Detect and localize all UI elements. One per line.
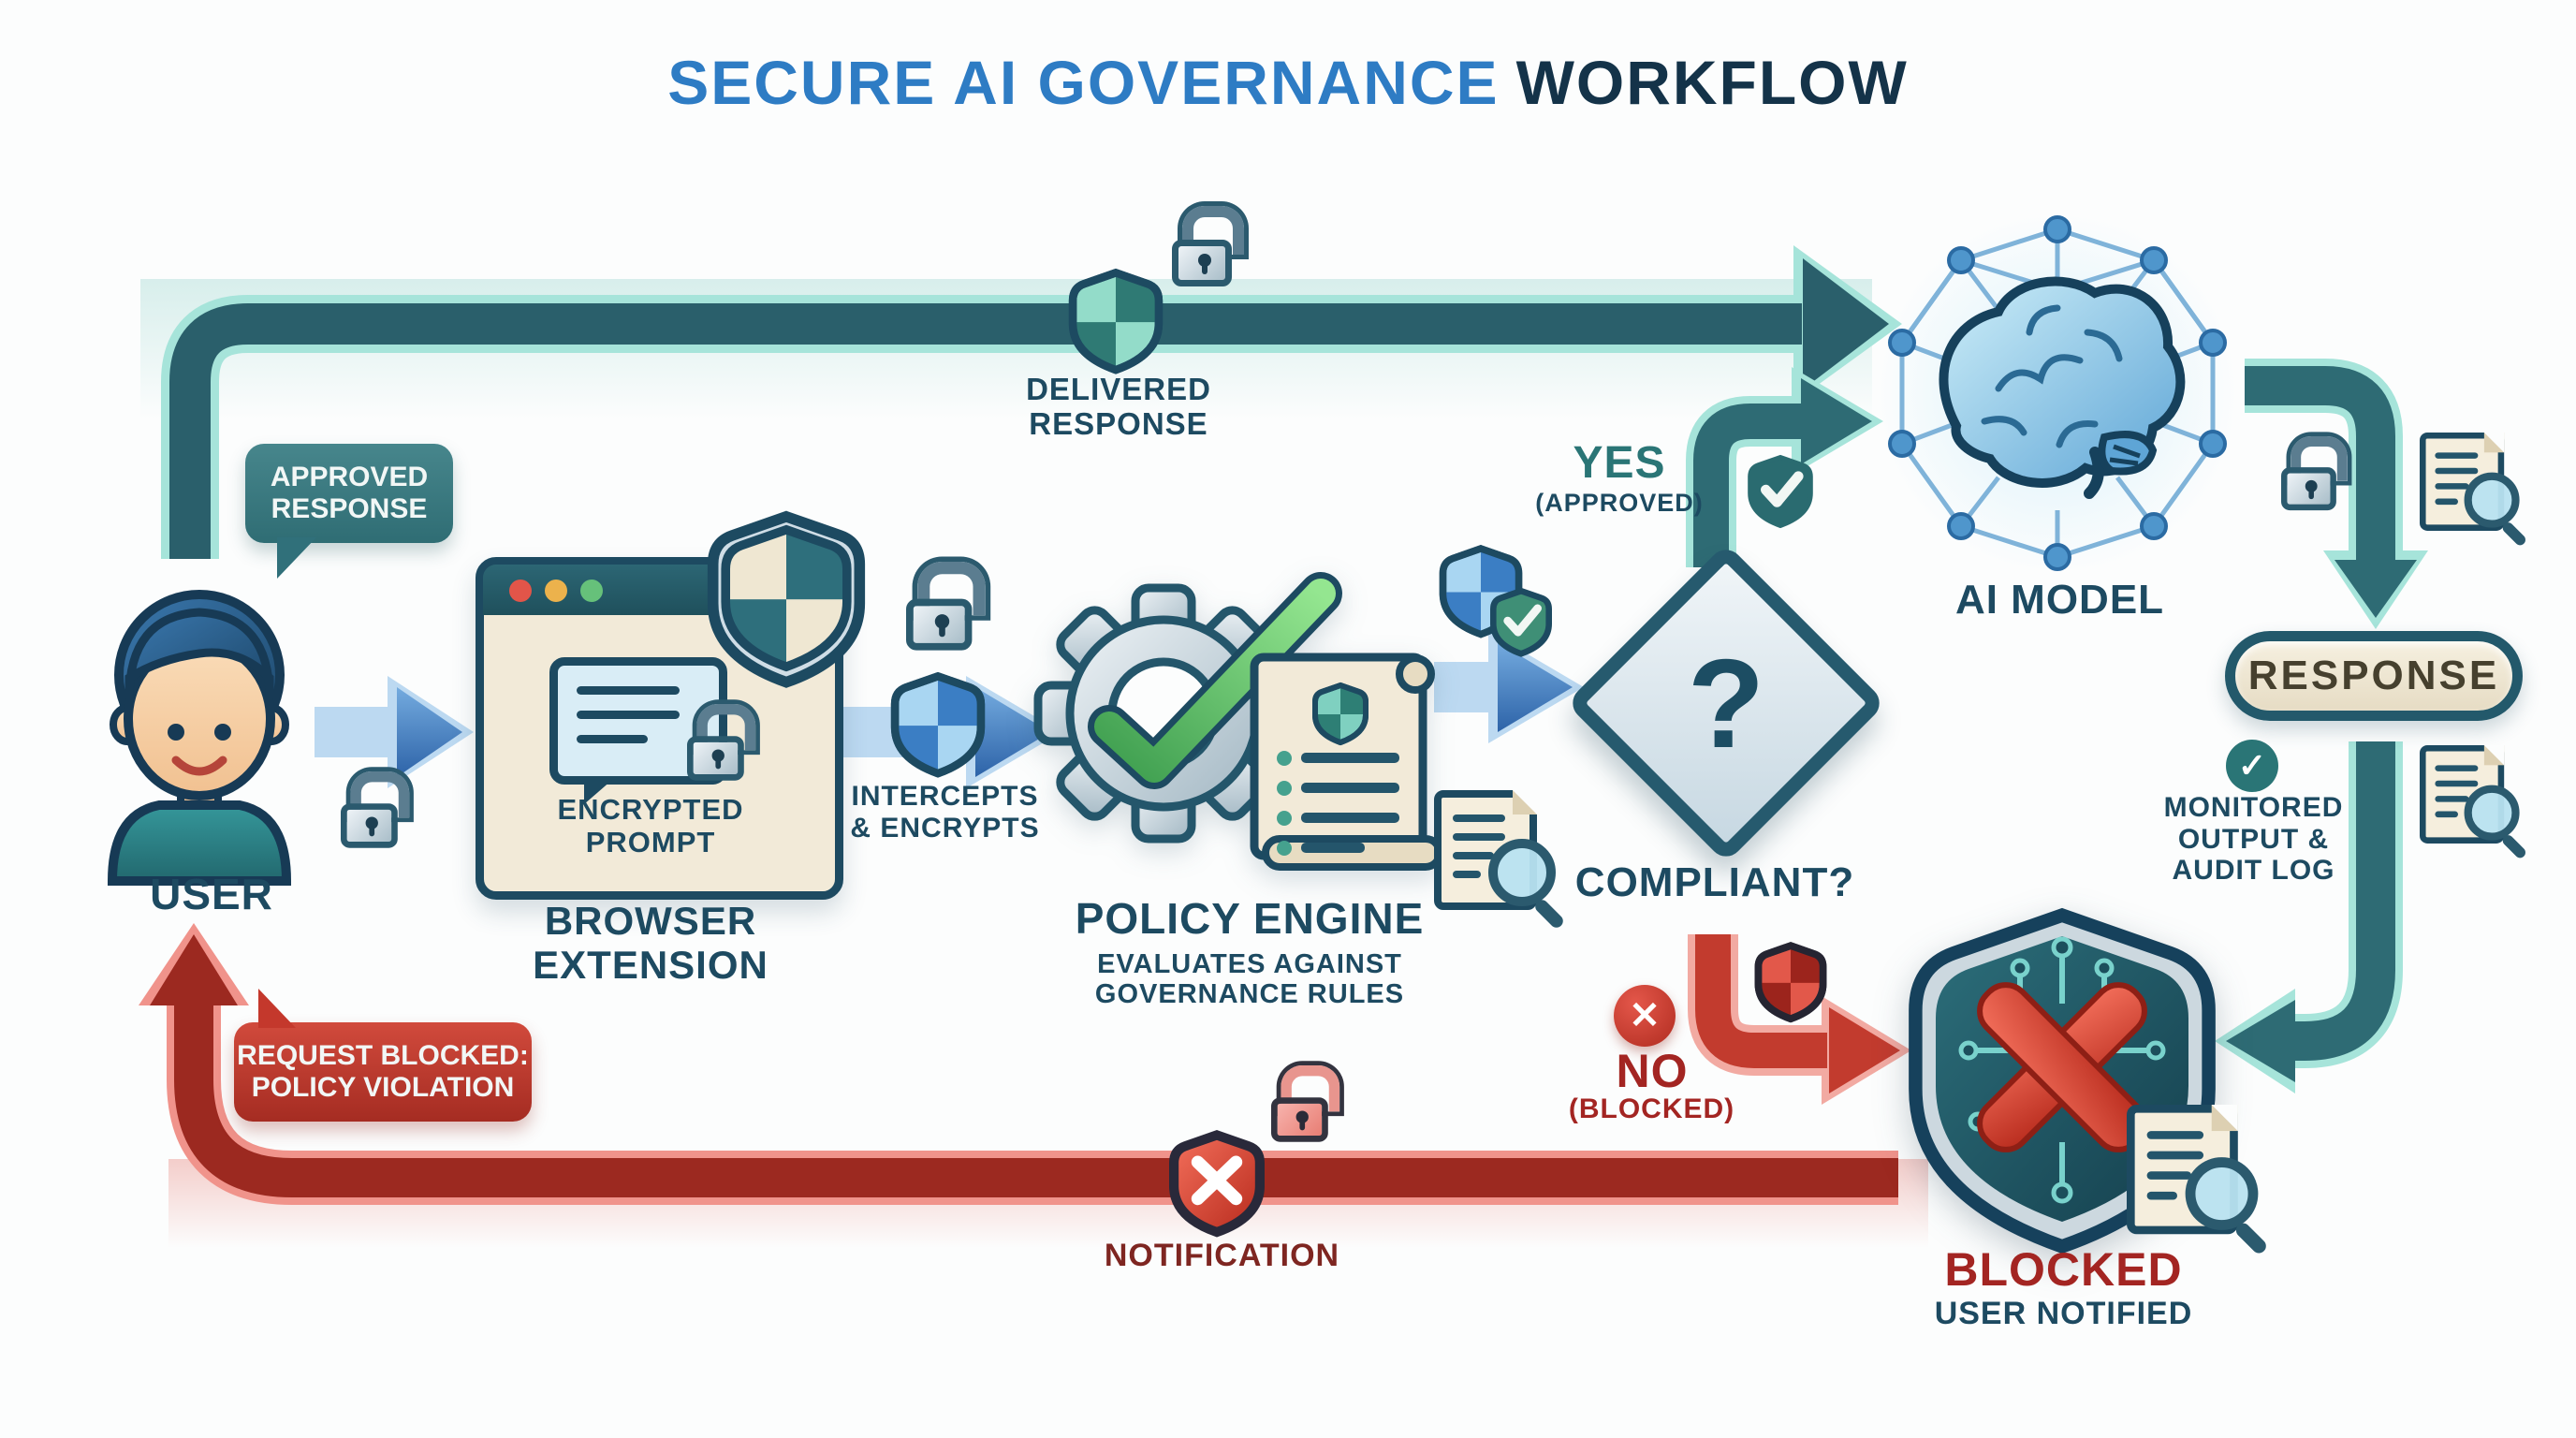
notification-lock-icon xyxy=(1271,1065,1340,1142)
user-to-extension-arrow xyxy=(315,676,474,788)
notification-label: NOTIFICATION xyxy=(1104,1238,1340,1273)
no-label: NO xyxy=(1616,1045,1689,1097)
request-blocked-callout: REQUEST BLOCKED: POLICY VIOLATION xyxy=(234,989,532,1122)
delivered-lock-icon xyxy=(1172,206,1244,286)
intercepts-label: INTERCEPTS & ENCRYPTS xyxy=(850,781,1040,844)
scroll-shield-icon xyxy=(1315,685,1366,743)
output-audit-doc-icon xyxy=(2420,745,2535,860)
intercept-lock-icon xyxy=(906,562,986,651)
policy-audit-doc-icon xyxy=(1434,790,1574,931)
policy-to-decision-arrow xyxy=(1434,631,1584,743)
check-circle-icon: ✓ xyxy=(2226,740,2278,792)
notification-shield-icon xyxy=(1174,1135,1260,1232)
no-red-shield-icon xyxy=(1758,946,1822,1020)
policy-engine-icon xyxy=(1033,572,1443,871)
approved-check-shield-icon xyxy=(1493,591,1548,653)
encrypted-prompt-label: ENCRYPTED PROMPT xyxy=(557,793,744,858)
response-lock-icon xyxy=(2281,436,2348,511)
intercept-shield-icon xyxy=(895,676,981,774)
blocked-label: BLOCKED xyxy=(1944,1243,2183,1296)
ai-to-response-arrow xyxy=(2245,359,2428,629)
response-label: RESPONSE xyxy=(2247,653,2500,698)
ai-model-label: AI MODEL xyxy=(1954,577,2165,623)
browser-extension-label: BROWSER EXTENSION xyxy=(533,899,768,988)
approved-response-callout: APPROVED RESPONSE xyxy=(245,444,453,579)
cross-circle-icon: ✕ xyxy=(1614,985,1676,1047)
delivered-shield-icon xyxy=(1073,272,1159,371)
yes-branch-arrow xyxy=(1686,367,1883,567)
network-nodes xyxy=(1888,215,2227,571)
response-node: RESPONSE xyxy=(2225,631,2523,721)
yes-sublabel: (APPROVED) xyxy=(1535,489,1704,517)
title-rest: WORKFLOW xyxy=(1515,48,1909,117)
blocked-sublabel: USER NOTIFIED xyxy=(1934,1296,2193,1331)
notification-arrow xyxy=(139,923,1898,1205)
window-minimize-dot xyxy=(545,580,567,602)
user-request-lock-icon xyxy=(341,771,410,848)
delivered-response-arrow xyxy=(161,245,1902,559)
yes-check-shield-icon xyxy=(1750,457,1811,525)
blocked-shield-icon xyxy=(1894,891,2231,1256)
question-mark: ? xyxy=(1687,632,1765,774)
delivered-response-label: DELIVERED RESPONSE xyxy=(1026,372,1211,441)
compliant-label: COMPLIANT? xyxy=(1574,859,1855,905)
response-to-shield-arrow xyxy=(2215,741,2403,1093)
rules-scroll-icon xyxy=(1250,653,1443,871)
blocked-audit-doc-icon xyxy=(2127,1105,2278,1256)
no-branch-arrow xyxy=(1688,934,1911,1105)
yes-label: YES xyxy=(1573,438,1666,488)
user-label: USER xyxy=(150,870,273,918)
ai-audit-doc-icon xyxy=(2420,433,2535,548)
brain-icon xyxy=(1939,276,2186,499)
window-zoom-dot xyxy=(580,580,603,602)
window-close-dot xyxy=(509,580,532,602)
ai-model-icon xyxy=(1878,213,2237,573)
policy-engine-sublabel: EVALUATES AGAINST GOVERNANCE RULES xyxy=(1094,949,1405,1010)
monitored-output-label: MONITORED OUTPUT & AUDIT LOG xyxy=(2163,792,2344,887)
user-avatar xyxy=(107,590,292,886)
green-check-icon xyxy=(1094,579,1336,783)
policy-engine-label: POLICY ENGINE xyxy=(1075,894,1425,943)
no-sublabel: (BLOCKED) xyxy=(1568,1093,1735,1124)
title-accent: SECURE AI GOVERNANCE xyxy=(667,48,1500,117)
prompt-lock-icon xyxy=(687,704,756,781)
extension-shield-icon xyxy=(691,494,897,719)
